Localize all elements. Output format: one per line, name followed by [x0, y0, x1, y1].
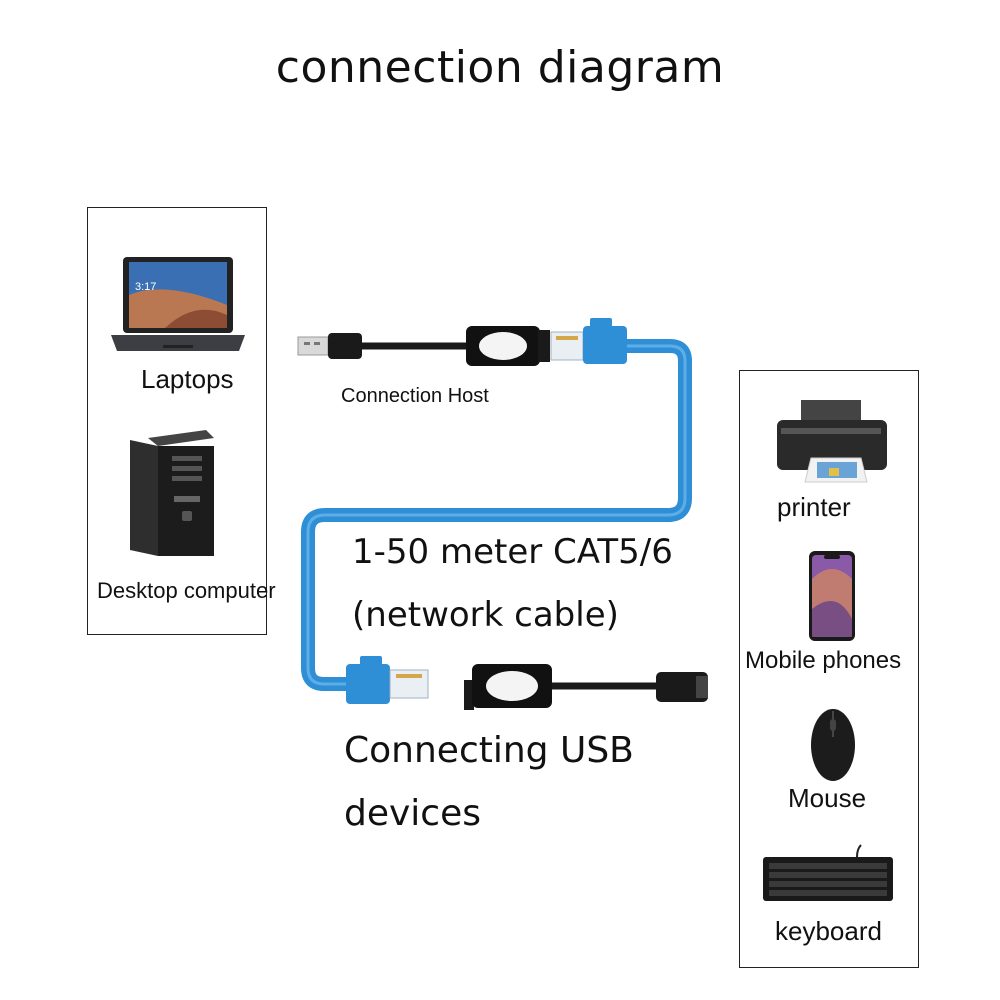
cable-label-line1: 1-50 meter CAT5/6 — [352, 532, 673, 572]
rj45-connector-icon — [550, 318, 627, 364]
keyboard-label: keyboard — [775, 916, 882, 946]
cable-label-line2: (network cable) — [352, 595, 619, 635]
host-adapter-icon — [466, 326, 550, 366]
mouse-label: Mouse — [788, 783, 867, 813]
mobile-phones-label: Mobile phones — [745, 647, 902, 674]
mouse-icon — [811, 709, 855, 781]
device-adapter-icon — [464, 664, 552, 710]
usb-female-socket-icon — [656, 672, 708, 702]
usb-male-plug-icon — [297, 333, 362, 359]
laptop-screen-time: 3:17 — [135, 281, 156, 293]
laptop-label: Laptops — [141, 364, 234, 394]
laptop-icon: 3:17 — [111, 257, 245, 351]
keyboard-icon — [763, 844, 893, 901]
desktop-computer-label: Desktop computer — [97, 578, 276, 603]
rj45-connector-icon-bottom — [346, 656, 429, 704]
usb-devices-label-line1: Connecting USB — [344, 730, 634, 771]
mobile-phone-icon — [809, 551, 855, 641]
desktop-computer-icon — [130, 430, 214, 556]
usb-devices-label-line2: devices — [344, 793, 482, 834]
connection-host-label: Connection Host — [341, 385, 489, 407]
printer-label: printer — [777, 492, 851, 522]
printer-icon — [777, 400, 887, 483]
page-title: connection diagram — [275, 42, 725, 93]
